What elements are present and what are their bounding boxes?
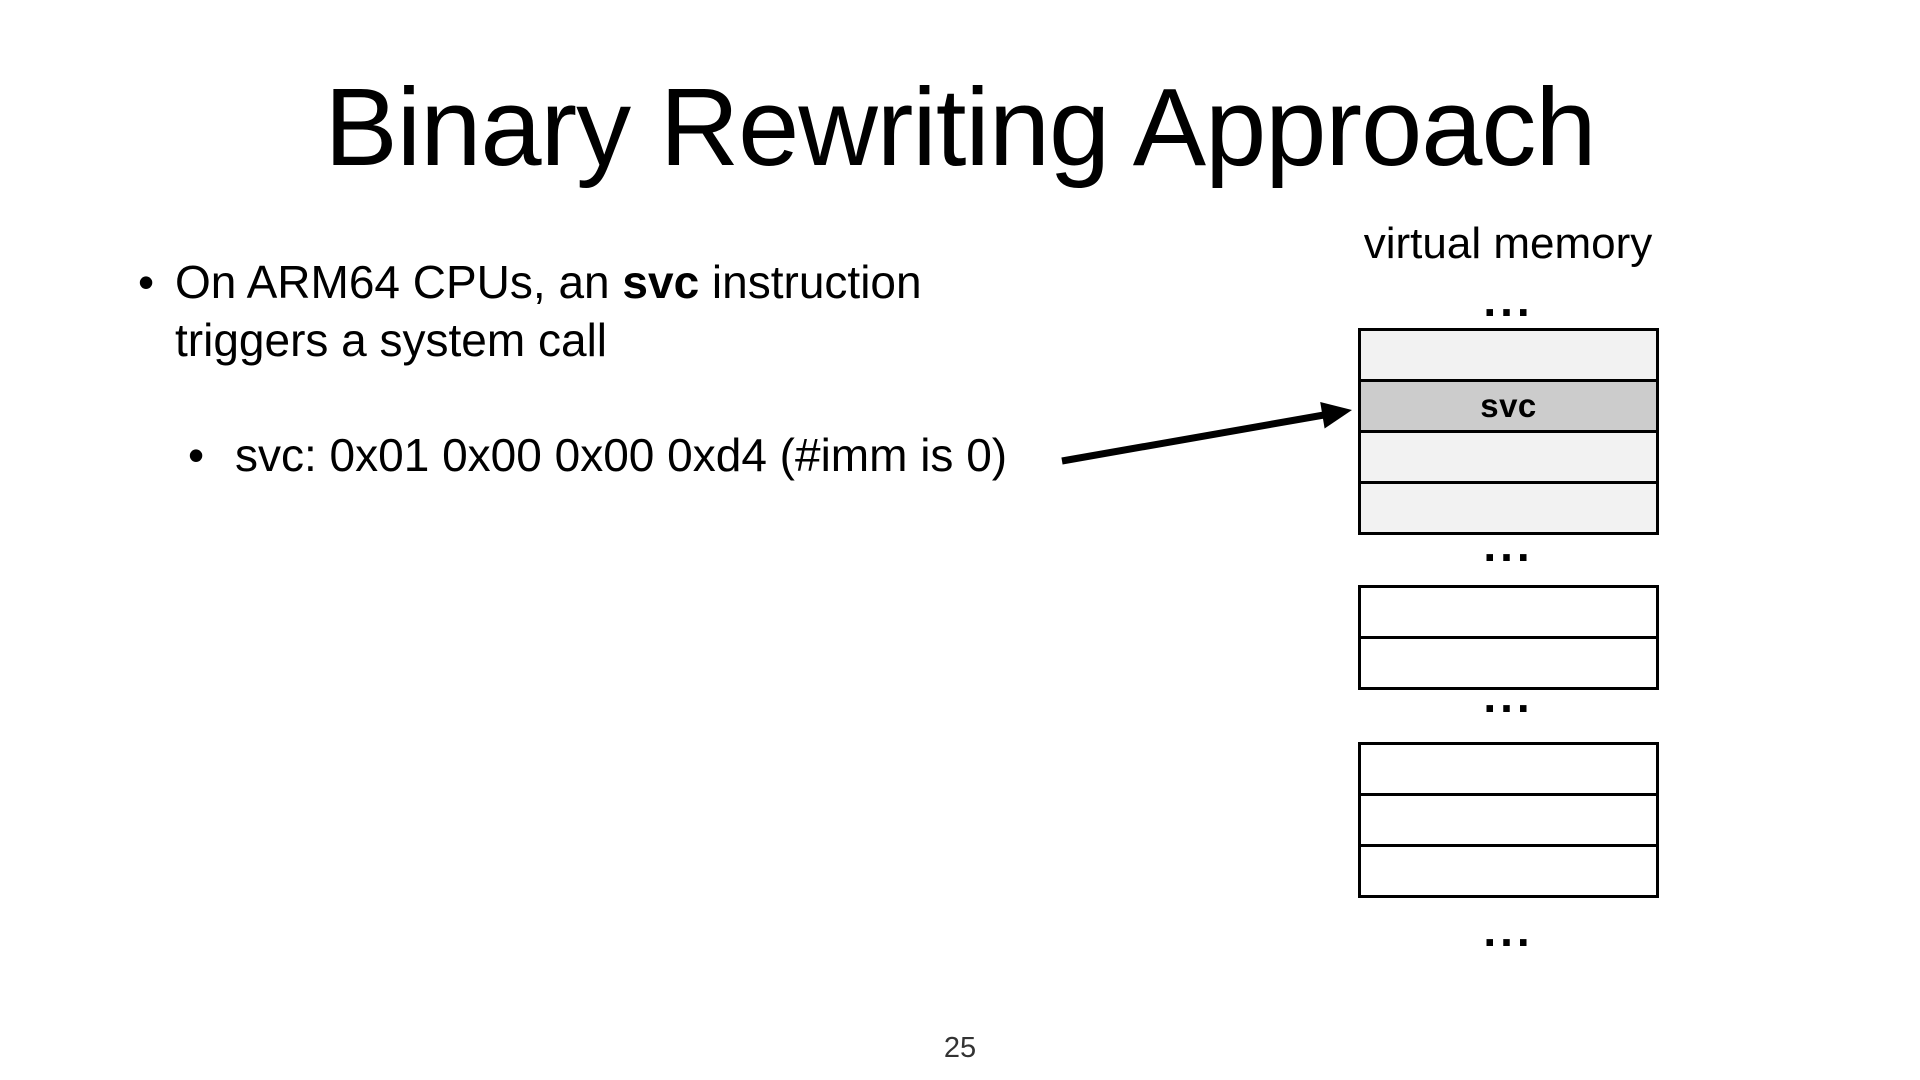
memory-ellipsis: ... [1483,274,1534,326]
memory-cell [1361,588,1656,636]
memory-cell [1361,430,1656,481]
memory-cell [1361,481,1656,532]
memory-cell [1361,844,1656,895]
bullet-icon: • [138,256,155,308]
memory-cell [1361,793,1656,844]
main-bullet: • On ARM64 CPUs, an svc instruction trig… [138,253,1055,369]
svc-cell-label: svc [1480,387,1537,424]
sub-bullet-text: svc: 0x01 0x00 0x00 0xd4 (#imm is 0) [235,429,1008,481]
memory-block-2 [1358,585,1659,690]
memory-block-3 [1358,742,1659,898]
memory-cell-svc: svc [1361,379,1656,430]
memory-cell [1361,636,1656,687]
page-number: 25 [943,1032,977,1064]
main-bullet-text-before: On ARM64 CPUs, an [175,256,623,308]
memory-ellipsis: ... [1483,519,1534,571]
main-bullet-text: On ARM64 CPUs, an svc instruction trigge… [175,253,1055,369]
memory-block-1: svc [1358,328,1659,535]
slide-title: Binary Rewriting Approach [324,66,1596,189]
virtual-memory-label: virtual memory [1363,219,1653,268]
main-bullet-text-after: instruction triggers a system call [175,256,922,366]
sub-bullet: • svc: 0x01 0x00 0x00 0xd4 (#imm is 0) [188,426,1135,484]
memory-ellipsis: ... [1483,670,1534,722]
svc-keyword: svc [622,256,700,308]
bullet-icon: • [188,429,205,481]
memory-ellipsis: ... [1483,904,1534,956]
memory-cell [1361,745,1656,793]
memory-cell [1361,331,1656,379]
